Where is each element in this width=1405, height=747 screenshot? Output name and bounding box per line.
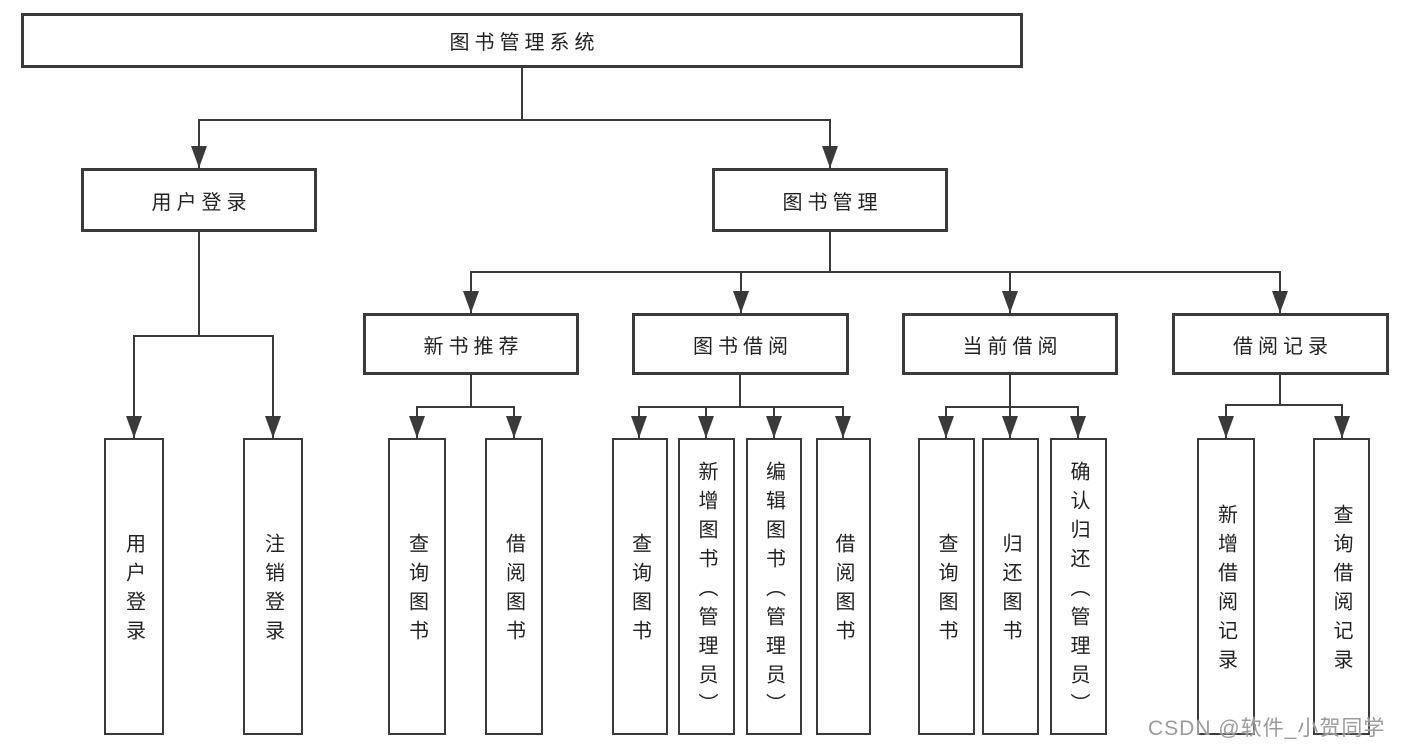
connector-new-book-rec-hline: [416, 406, 515, 408]
arrow-down-icon: [631, 416, 647, 438]
connector-root-hline: [198, 119, 831, 121]
arrow-down-icon: [1272, 291, 1288, 313]
connector-root-vline: [521, 68, 523, 120]
arrow-down-icon: [1002, 291, 1018, 313]
arrow-down-icon: [1218, 416, 1234, 438]
arrow-down-icon: [766, 416, 782, 438]
arrow-down-icon: [938, 416, 954, 438]
arrow-down-icon: [191, 146, 207, 168]
arrow-down-icon: [126, 416, 142, 438]
connector-book-borrow-vline: [739, 375, 741, 407]
arrow-down-icon: [698, 416, 714, 438]
connector-drop-book-mgmt: [829, 120, 831, 168]
arrow-down-icon: [265, 416, 281, 438]
arrow-down-icon: [463, 291, 479, 313]
node-leaf-bb-add-books: 新增图书（管理员）: [678, 438, 735, 735]
csdn-watermark: CSDN @软件_小贺同学: [1148, 717, 1386, 740]
arrow-down-icon: [822, 146, 838, 168]
arrow-down-icon: [1334, 416, 1350, 438]
node-leaf-user-login: 用户登录: [104, 438, 164, 735]
arrow-down-icon: [1070, 416, 1086, 438]
node-user-login: 用户登录: [81, 168, 317, 232]
connector-borrow-records-vline: [1279, 375, 1281, 405]
node-leaf-bb-query-books: 查询图书: [612, 438, 668, 735]
node-book-mgmt: 图书管理: [712, 168, 948, 232]
connector-user-login-hline: [133, 335, 274, 337]
node-leaf-bb-borrow-books: 借阅图书: [816, 438, 871, 735]
node-current-borrow: 当前借阅: [902, 313, 1118, 375]
arrow-down-icon: [409, 416, 425, 438]
node-leaf-nb-borrow-books: 借阅图书: [485, 438, 543, 735]
arrow-down-icon: [1002, 416, 1018, 438]
node-leaf-bb-edit-books: 编辑图书（管理员）: [746, 438, 802, 735]
node-book-borrow: 图书借阅: [632, 313, 849, 375]
node-leaf-logout: 注销登录: [243, 438, 303, 735]
arrow-down-icon: [506, 416, 522, 438]
node-leaf-cb-confirm-return: 确认归还（管理员）: [1050, 438, 1107, 735]
node-new-book-rec: 新书推荐: [363, 313, 579, 375]
connector-book-borrow-hline: [638, 406, 844, 408]
node-leaf-br-add-record: 新增借阅记录: [1197, 438, 1255, 735]
connector-borrow-records-hline: [1225, 404, 1343, 406]
node-leaf-nb-query-books: 查询图书: [388, 438, 446, 735]
node-leaf-cb-query-books: 查询图书: [918, 438, 975, 735]
node-leaf-cb-return-books: 归还图书: [982, 438, 1039, 735]
connector-drop-user-login-leaf: [133, 336, 135, 438]
arrow-down-icon: [835, 416, 851, 438]
node-borrow-records: 借阅记录: [1172, 313, 1389, 375]
connector-new-book-rec-vline: [470, 375, 472, 407]
connector-book-mgmt-vline: [829, 232, 831, 272]
connector-current-borrow-hline: [945, 406, 1079, 408]
connector-drop-logout-leaf: [272, 336, 274, 438]
node-leaf-br-query-record: 查询借阅记录: [1313, 438, 1370, 735]
connector-current-borrow-vline: [1009, 375, 1011, 407]
connector-drop-user-login: [198, 120, 200, 168]
arrow-down-icon: [733, 291, 749, 313]
connector-user-login-vline: [198, 232, 200, 336]
connector-book-mgmt-hline: [470, 271, 1281, 273]
node-root: 图书管理系统: [21, 13, 1023, 68]
